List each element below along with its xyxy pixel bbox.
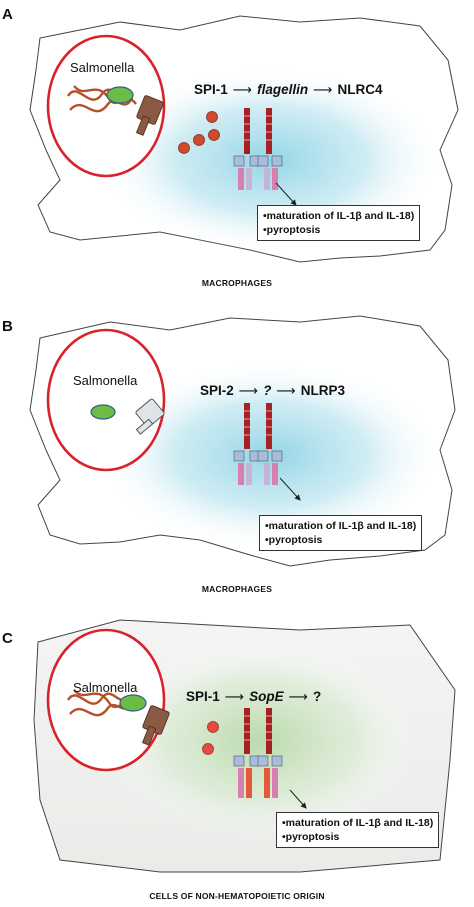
panel-a-outcome-1: •maturation of IL-1β and IL-18) — [263, 210, 415, 222]
panel-a-pathway: SPI-1 ⟶ flagellin ⟶ NLRC4 — [194, 82, 383, 98]
panel-a-step2: flagellin — [257, 82, 309, 97]
panel-a-arrow-2: ⟶ — [313, 82, 333, 97]
injectisome-c — [141, 705, 170, 746]
panel-a-outcome-2: •pyroptosis — [263, 224, 321, 236]
panel-c-arrow-2: ⟶ — [288, 689, 308, 704]
panel-c-step3: ? — [313, 689, 322, 704]
inflammasome-b — [233, 403, 283, 485]
outcome-arrow-c — [289, 789, 307, 809]
panel-a-outcome-box: •maturation of IL-1β and IL-18) •pyropto… — [257, 205, 421, 241]
injectisome-a — [135, 95, 164, 136]
bacterium-a — [106, 86, 134, 104]
panel-a-letter: A — [2, 6, 13, 23]
panel-c-letter: C — [2, 630, 13, 647]
panel-b-step2: ? — [263, 383, 272, 398]
panel-c-arrow-1: ⟶ — [224, 689, 245, 704]
panel-b-artwork — [29, 315, 456, 567]
panel-c-pathway: SPI-1 ⟶ SopE ⟶? — [186, 689, 321, 705]
inflammasome-a — [233, 108, 283, 190]
panel-c-outcome-2: •pyroptosis — [282, 831, 340, 843]
vacuole-b — [46, 328, 166, 472]
panel-b-outcome-2: •pyroptosis — [265, 534, 323, 546]
outcome-arrow-a — [275, 182, 297, 206]
panel-b-salmonella-label: Salmonella — [73, 373, 138, 388]
panel-b-step1: SPI-2 — [200, 383, 234, 398]
effector-dots-a — [178, 111, 220, 154]
panel-b-outcome-1: •maturation of IL-1β and IL-18) — [265, 520, 417, 532]
panel-c-step1: SPI-1 — [186, 689, 220, 704]
panel-a-step3: NLRC4 — [337, 82, 383, 97]
effector-dots-c — [202, 721, 219, 755]
panel-a-footer: MACROPHAGES — [201, 278, 273, 288]
bacterium-b — [90, 404, 116, 420]
panel-c-outcome-box: •maturation of IL-1β and IL-18) •pyropto… — [276, 812, 440, 848]
panel-b-arrow-2: ⟶ — [276, 383, 296, 398]
outcome-arrow-b — [279, 477, 301, 501]
panel-c-step2: SopE — [249, 689, 284, 704]
panel-b-letter: B — [2, 318, 13, 335]
panel-a-arrow-1: ⟶ — [232, 82, 253, 97]
panel-b-footer: MACROPHAGES — [201, 584, 273, 594]
panel-a-salmonella-label: Salmonella — [70, 60, 135, 75]
cytoplasm-glow-b — [95, 360, 445, 550]
panel-b-outcome-box: •maturation of IL-1β and IL-18) •pyropto… — [259, 515, 423, 551]
panel-a-step1: SPI-1 — [194, 82, 228, 97]
panel-b-arrow-1: ⟶ — [238, 383, 259, 398]
injectisome-b — [135, 398, 165, 435]
inflammasome-c — [233, 708, 283, 798]
bacterium-c — [119, 694, 147, 712]
panel-c-salmonella-label: Salmonella — [73, 680, 138, 695]
cytoplasm-glow-c — [100, 640, 420, 840]
panel-b-pathway: SPI-2 ⟶? ⟶ NLRP3 — [200, 383, 345, 399]
panel-b-step3: NLRP3 — [300, 383, 345, 398]
panel-c-outcome-1: •maturation of IL-1β and IL-18) — [282, 817, 434, 829]
panel-c-footer: CELLS OF NON-HEMATOPOIETIC ORIGIN — [149, 891, 325, 901]
panel-c-artwork — [33, 619, 456, 873]
